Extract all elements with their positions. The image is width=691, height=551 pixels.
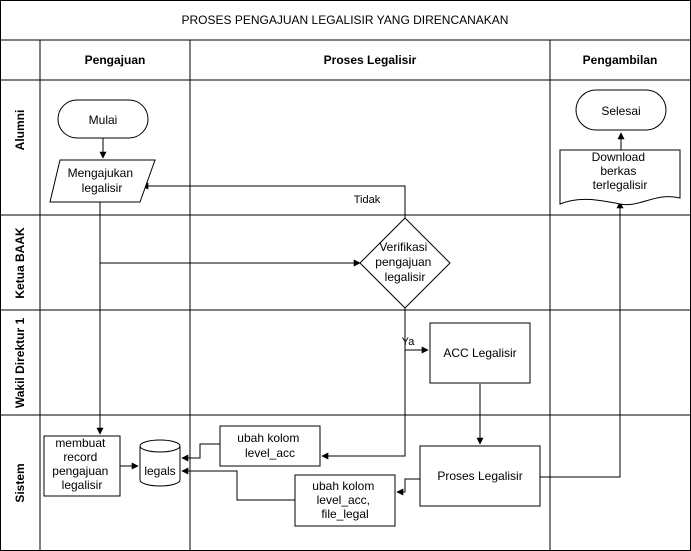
mengajukan-legalisir-data <box>49 159 156 203</box>
membuat-record-process <box>43 435 121 497</box>
membuat-record-label: membuat record pengajuan legalisir <box>52 436 111 492</box>
edge-label-ya: Ya <box>402 336 416 348</box>
column-header-pengambilan: Pengambilan <box>583 53 658 67</box>
ubah-file-legal-line-2: level_acc, <box>317 493 370 507</box>
edge-proses-to-download <box>540 201 624 478</box>
ubah-file-legal-label: ubah kolom level_acc, file_legal <box>312 479 377 521</box>
download-label: Download berkas terlegalisir <box>592 150 649 192</box>
ubah-file-legal-process <box>294 474 396 527</box>
legals-database <box>139 439 181 487</box>
acc-legalisir-label: ACC Legalisir <box>443 346 516 360</box>
proses-legalisir-process <box>419 445 541 507</box>
membuat-record-line-3: pengajuan <box>52 464 108 478</box>
ubah-level-acc-line-2: level_acc <box>245 446 295 460</box>
download-document <box>559 149 681 206</box>
column-header-proses-legalisir: Proses Legalisir <box>324 53 417 67</box>
proses-legalisir-label: Proses Legalisir <box>437 469 522 483</box>
edge-proses-to-ubah-file-legal <box>396 478 420 496</box>
download-line-2: berkas <box>600 164 636 178</box>
download-line-1: Download <box>592 150 645 164</box>
lane-label-alumni: Alumni <box>13 110 27 151</box>
legals-database-rim <box>139 445 181 453</box>
edge-ubah-file-legal-to-legals <box>181 467 295 501</box>
verifikasi-label: Verifikasi pengajuan legalisir <box>375 240 434 284</box>
verifikasi-decision <box>359 217 451 309</box>
lane-label-sistem: Sistem <box>13 463 27 502</box>
diagram-title: PROSES PENGAJUAN LEGALISIR YANG DIRENCAN… <box>182 13 509 27</box>
edge-label-tidak: Tidak <box>354 194 381 206</box>
ubah-level-acc-line-1: ubah kolom <box>237 431 299 445</box>
edge-ya-to-ubah-level-acc <box>321 350 406 460</box>
mengajukan-legalisir-line-2: legalisir <box>82 181 123 195</box>
edge-ubah-level-acc-to-legals <box>181 443 220 462</box>
membuat-record-line-2: record <box>63 450 97 464</box>
lane-label-ketua-baak: Ketua BAAK <box>13 227 27 299</box>
ubah-level-acc-process <box>219 425 321 467</box>
mulai-label: Mulai <box>89 113 118 127</box>
edge-verifikasi-tidak <box>141 182 406 218</box>
lane-label-wakil-direktur: Wakil Direktur 1 <box>13 318 27 409</box>
acc-legalisir-process <box>429 322 531 384</box>
mengajukan-legalisir-label: Mengajukan legalisir <box>68 166 137 195</box>
legals-label: legals <box>144 464 175 478</box>
verifikasi-line-2: pengajuan <box>375 255 431 269</box>
membuat-record-line-4: legalisir <box>62 478 103 492</box>
verifikasi-line-3: legalisir <box>385 270 426 284</box>
ubah-file-legal-line-1: ubah kolom <box>312 479 374 493</box>
selesai-terminator <box>575 89 667 131</box>
selesai-label: Selesai <box>601 104 640 118</box>
download-line-3: terlegalisir <box>593 178 648 192</box>
ubah-file-legal-line-3: file_legal <box>321 507 368 521</box>
verifikasi-line-1: Verifikasi <box>379 240 427 254</box>
membuat-record-line-1: membuat <box>55 436 106 450</box>
mengajukan-legalisir-line-1: Mengajukan <box>68 166 133 180</box>
mulai-terminator <box>57 99 149 139</box>
column-header-pengajuan: Pengajuan <box>85 53 146 67</box>
ubah-level-acc-label: ubah kolom level_acc <box>237 431 302 460</box>
